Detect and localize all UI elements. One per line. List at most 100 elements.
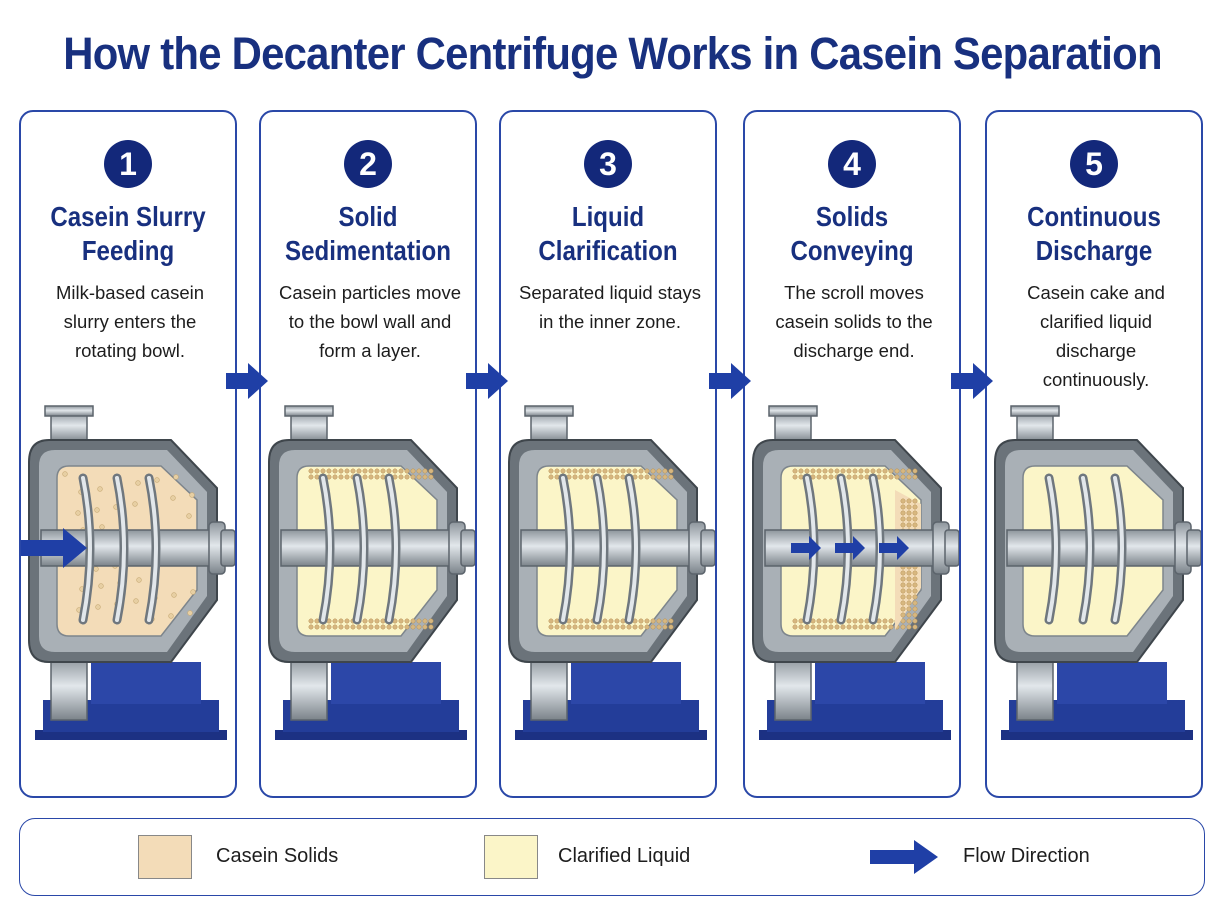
step-desc-line: casein solids to the	[775, 311, 933, 332]
inlet-flange	[44, 405, 94, 417]
conveying-arrow-icon	[835, 536, 865, 560]
centrifuge-illustration	[268, 405, 475, 740]
slurry-bubble	[99, 524, 105, 530]
inlet-pipe	[1016, 411, 1054, 443]
step-title-line: Continuous	[1027, 201, 1161, 232]
step-desc-line: rotating bowl.	[74, 340, 186, 361]
slurry-bubble	[189, 492, 195, 498]
right-arrow-icon	[466, 363, 508, 399]
step-title-line: Casein Slurry	[50, 201, 206, 232]
step-number-badge: 5	[1070, 140, 1118, 188]
step-title: Solids Conveying	[760, 200, 944, 268]
legend-label-casein-solids: Casein Solids	[216, 845, 339, 867]
step-title-line: Solid	[338, 201, 398, 232]
step-title-line: Feeding	[81, 235, 175, 266]
inlet-flange	[768, 405, 818, 417]
step-number-badge: 1	[104, 140, 152, 188]
slurry-bubble	[94, 507, 100, 513]
machine-pedestal	[1057, 662, 1167, 704]
step-desc-line: continuously.	[1042, 369, 1150, 390]
slurry-bubble	[135, 480, 141, 486]
outlet-pipe	[1016, 657, 1054, 721]
scroll-flight-highlight	[355, 476, 366, 622]
right-arrow-icon	[709, 363, 751, 399]
scroll-flight-highlight	[321, 476, 332, 622]
inlet-pipe	[530, 411, 568, 443]
step-panel-4: 4 Solids Conveying The scroll moves case…	[743, 110, 961, 798]
slurry-bubble	[168, 613, 174, 619]
centrifuge-illustration	[752, 405, 959, 740]
step-description: Milk-based casein slurry enters the rota…	[29, 278, 231, 365]
step-desc-line: Separated liquid stays	[518, 282, 702, 303]
step-desc-line: discharge	[1055, 340, 1137, 361]
scroll-flight-highlight	[595, 476, 606, 622]
step-description: Separated liquid stays in the inner zone…	[509, 278, 711, 336]
flow-direction-arrow-icon	[870, 840, 938, 874]
scroll-flight-highlight	[81, 476, 92, 622]
scroll-flight-highlight	[115, 476, 126, 622]
slurry-bubble	[171, 592, 177, 598]
step-number-badge: 2	[344, 140, 392, 188]
scroll-flight-highlight	[627, 476, 638, 622]
legend-label-clarified-liquid: Clarified Liquid	[558, 845, 691, 867]
machine-base-plate	[515, 730, 707, 740]
feed-arrow-icon	[21, 528, 87, 568]
step-title: Continuous Discharge	[1002, 200, 1186, 268]
scroll-flight-highlight	[147, 476, 158, 622]
discharge-cap	[220, 529, 235, 567]
machine-pedestal	[91, 662, 201, 704]
step-panel-5: 5 Continuous Discharge Casein cake and c…	[985, 110, 1203, 798]
step-description: Casein cake and clarified liquid dischar…	[995, 278, 1197, 394]
discharge-cap	[1186, 529, 1201, 567]
inlet-pipe	[50, 411, 88, 443]
slurry-bubble	[170, 495, 176, 501]
discharge-cap	[700, 529, 715, 567]
step-title-line: Solids	[815, 201, 889, 232]
machine-base-plate	[1001, 730, 1193, 740]
step-description: Casein particles move to the bowl wall a…	[269, 278, 471, 365]
inlet-flange	[284, 405, 334, 417]
discharge-cap	[460, 529, 475, 567]
slurry-bubble	[93, 566, 99, 572]
step-desc-line: to the bowl wall and	[288, 311, 452, 332]
slurry-bubble	[95, 604, 101, 610]
slurry-bubble	[133, 598, 139, 604]
step-desc-line: in the inner zone.	[539, 311, 681, 332]
scroll-flight-highlight	[1081, 476, 1092, 622]
step-desc-line: clarified liquid	[1039, 311, 1153, 332]
slurry-bubble	[187, 610, 193, 616]
step-desc-line: discharge end.	[793, 340, 915, 361]
step-title-line: Liquid	[571, 201, 645, 232]
right-arrow-icon	[226, 363, 268, 399]
page-title: How the Decanter Centrifuge Works in Cas…	[63, 28, 1162, 79]
step-number-badge: 4	[828, 140, 876, 188]
scroll-flight-highlight	[1113, 476, 1124, 622]
step-title-line: Conveying	[790, 235, 914, 266]
slurry-bubble	[190, 589, 196, 595]
scroll-flight-highlight	[1047, 476, 1058, 622]
legend-label-flow-direction: Flow Direction	[963, 845, 1090, 867]
machine-base-plate	[35, 730, 227, 740]
machine-pedestal	[571, 662, 681, 704]
slurry-bubble	[132, 501, 138, 507]
step-desc-line: Milk-based casein	[55, 282, 205, 303]
slurry-bubble	[62, 471, 68, 477]
step-desc-line: Casein cake and	[1027, 282, 1165, 303]
legend-swatch-clarified-liquid	[484, 835, 538, 879]
scroll-flight-highlight	[561, 476, 572, 622]
step-desc-line: Casein particles move	[279, 282, 461, 303]
conveying-arrow-icon	[791, 536, 821, 560]
step-title-line: Sedimentation	[285, 235, 451, 266]
scroll-flight-highlight	[387, 476, 398, 622]
slurry-bubble	[97, 486, 103, 492]
discharge-cap	[944, 529, 959, 567]
outlet-pipe	[774, 657, 812, 721]
slurry-bubble	[75, 510, 81, 516]
step-desc-line: form a layer.	[319, 340, 421, 361]
centrifuge-illustration	[994, 405, 1201, 740]
slurry-bubble	[154, 477, 160, 483]
slurry-bubble	[173, 474, 179, 480]
step-description: The scroll moves casein solids to the di…	[753, 278, 955, 365]
machine-pedestal	[815, 662, 925, 704]
machine-base-plate	[275, 730, 467, 740]
